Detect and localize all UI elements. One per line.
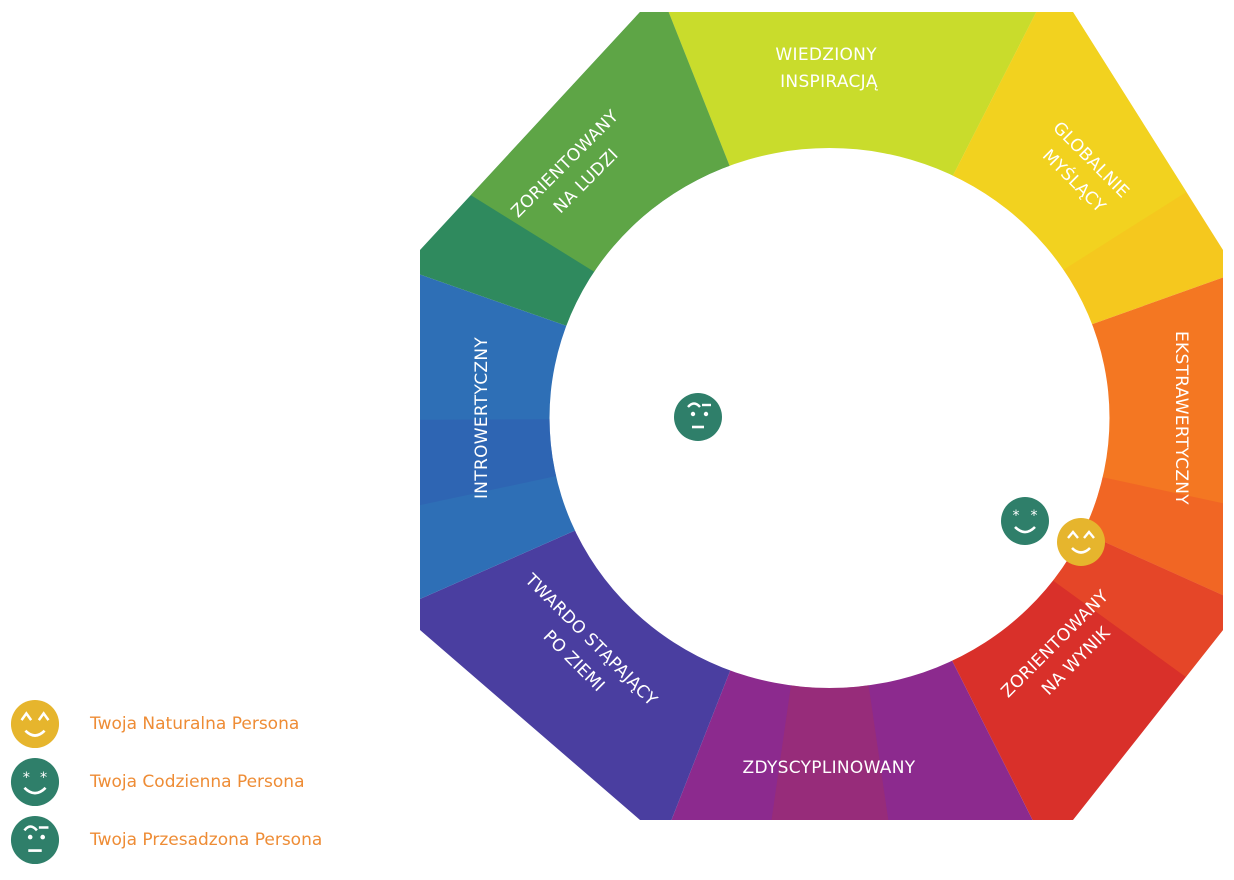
legend-label-daily: Twoja Codzienna Persona [90, 772, 305, 792]
legend-label-exaggerated: Twoja Przesadzona Persona [90, 830, 323, 850]
segment-label-bottom: ZDYSCYPLINOWANY [743, 758, 916, 778]
segment-label-right: EKSTRAWERTYCZNY [1171, 331, 1191, 505]
svg-text:*: * [40, 770, 47, 786]
legend-label-natural: Twoja Naturalna Persona [90, 714, 300, 734]
svg-text:*: * [23, 770, 30, 786]
segment-label-top: WIEDZIONY INSPIRACJĄ [775, 45, 882, 92]
natural-persona-marker [1057, 518, 1105, 566]
daily-persona-face-icon: * * [10, 757, 60, 807]
natural-persona-face-icon [10, 699, 60, 749]
segment-label-left: INTROWERTYCZNY [472, 337, 492, 499]
svg-text:*: * [1013, 508, 1020, 524]
exaggerated-persona-face-icon [10, 815, 60, 865]
exaggerated-persona-marker [674, 393, 722, 441]
legend-item-natural: Twoja Naturalna Persona [10, 696, 322, 752]
daily-persona-marker: * * [1001, 497, 1049, 545]
legend-item-exaggerated: Twoja Przesadzona Persona [10, 812, 322, 868]
legend-item-daily: * * Twoja Codzienna Persona [10, 754, 322, 810]
svg-text:*: * [1031, 508, 1038, 524]
persona-legend: Twoja Naturalna Persona * * Twoja Codzie… [10, 696, 322, 870]
